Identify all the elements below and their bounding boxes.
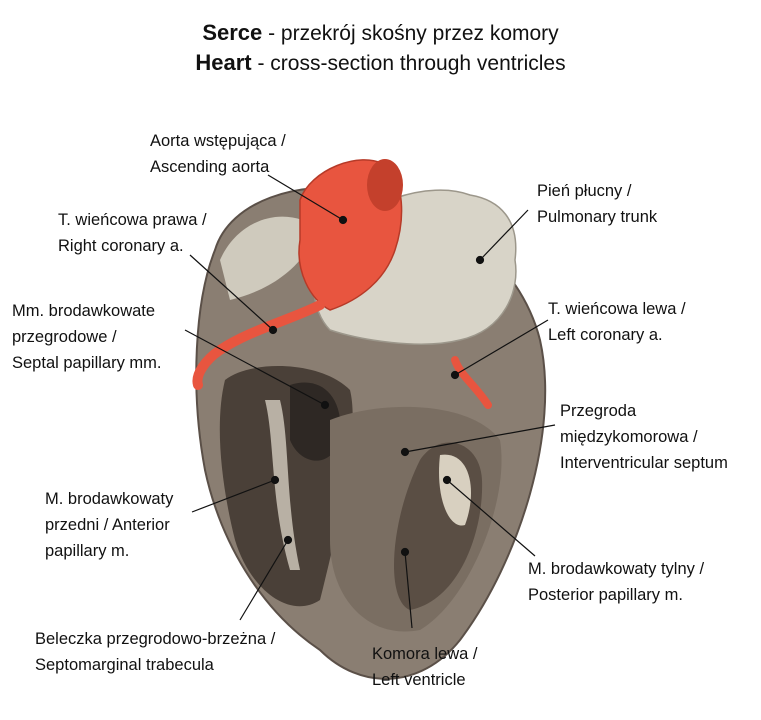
- title-bold-en: Heart: [195, 50, 252, 75]
- title-bold-pl: Serce: [202, 20, 263, 45]
- label-line: Left ventricle: [372, 671, 466, 689]
- title-rest-pl: - przekrój skośny przez komory: [262, 22, 559, 45]
- label-line: Pień płucny /: [537, 182, 632, 200]
- left-coronary-artery: [451, 356, 492, 409]
- label-line: przegrodowe /: [12, 328, 117, 346]
- label-right-coronary: T. wieńcowa prawa / Right coronary a.: [58, 207, 207, 259]
- label-left-coronary: T. wieńcowa lewa / Left coronary a.: [548, 296, 686, 348]
- leader-lines: [184, 174, 556, 629]
- posterior-papillary-muscle: [439, 454, 472, 526]
- aorta-opening: [367, 159, 403, 211]
- title-english: Heart - cross-section through ventricles: [0, 50, 761, 76]
- label-line: Interventricular septum: [560, 454, 728, 472]
- label-line: Aorta wstępująca /: [150, 132, 286, 150]
- label-line: Right coronary a.: [58, 237, 184, 255]
- label-line: Komora lewa /: [372, 645, 478, 663]
- right-atrium-area: [220, 216, 320, 300]
- label-interventricular-septum: Przegroda międzykomorowa / Interventricu…: [560, 398, 728, 476]
- label-line: Beleczka przegrodowo-brzeżna /: [35, 630, 276, 648]
- label-line: T. wieńcowa prawa /: [58, 211, 207, 229]
- label-line: T. wieńcowa lewa /: [548, 300, 686, 318]
- label-line: Septal papillary mm.: [12, 354, 162, 372]
- label-ascending-aorta: Aorta wstępująca / Ascending aorta: [150, 128, 286, 180]
- title-rest-en: - cross-section through ventricles: [251, 52, 566, 75]
- label-line: Mm. brodawkowate: [12, 302, 156, 320]
- anterior-papillary-muscle: [265, 400, 300, 570]
- label-left-ventricle: Komora lewa / Left ventricle: [372, 641, 477, 693]
- label-line: M. brodawkowaty: [45, 490, 174, 508]
- title-polish: Serce - przekrój skośny przez komory: [0, 20, 761, 46]
- label-line: Left coronary a.: [548, 326, 663, 344]
- label-septal-papillary: Mm. brodawkowate przegrodowe / Septal pa…: [12, 298, 161, 376]
- label-anterior-papillary: M. brodawkowaty przedni / Anterior papil…: [45, 486, 173, 564]
- label-line: Pulmonary trunk: [537, 208, 658, 226]
- label-line: Septomarginal trabecula: [35, 656, 214, 674]
- label-septomarginal-trabecula: Beleczka przegrodowo-brzeżna / Septomarg…: [35, 626, 275, 678]
- label-pulmonary-trunk: Pień płucny / Pulmonary trunk: [537, 178, 657, 230]
- right-coronary-artery: [192, 300, 325, 390]
- label-line: Przegroda: [560, 402, 637, 420]
- label-line: międzykomorowa /: [560, 428, 698, 446]
- label-line: M. brodawkowaty tylny /: [528, 560, 705, 578]
- septal-papillary-muscles: [290, 382, 341, 461]
- label-line: papillary m.: [45, 542, 130, 560]
- label-posterior-papillary: M. brodawkowaty tylny / Posterior papill…: [528, 556, 704, 608]
- label-line: Ascending aorta: [150, 158, 270, 176]
- label-line: przedni / Anterior: [45, 516, 170, 534]
- label-line: Posterior papillary m.: [528, 586, 683, 604]
